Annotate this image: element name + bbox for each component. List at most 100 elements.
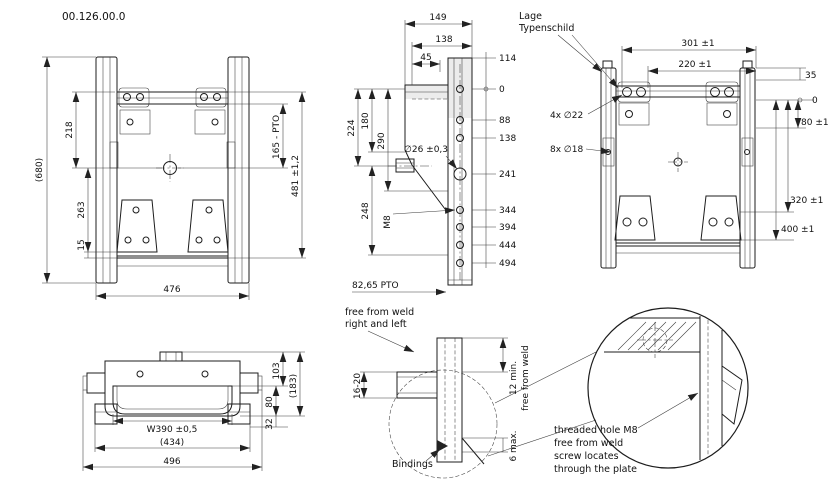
rear-left-rail: [600, 60, 617, 269]
lift-hole: [200, 93, 208, 101]
hole-18: [622, 217, 632, 227]
dim-label-138-top: 138: [435, 35, 452, 45]
front-view: (680) 218 263 15 165 - PTO 481 ±1,2 476: [35, 56, 306, 300]
label-m8: M8: [383, 215, 393, 229]
w390-channel: [112, 385, 233, 415]
hole-22: [710, 87, 720, 97]
dim-label-183: (183): [289, 374, 299, 398]
lift-hole: [136, 93, 144, 101]
coord-label-88: 88: [499, 116, 511, 126]
thread-note-1: threaded hole M8: [554, 425, 638, 436]
dim-label-165-pto: 165 - PTO: [272, 115, 282, 159]
note-free-weld-2: right and left: [345, 319, 407, 330]
hook: [94, 403, 118, 425]
bottom-view: 103 80 32 (183) W390 ±0,5 (434) 496: [82, 351, 305, 471]
rear-annotations: Lage Typenschild 301 ±1 220 ±1 35 0 80 ±…: [518, 11, 828, 241]
thread-note-2: free from weld: [554, 438, 623, 449]
hole-18: [638, 217, 648, 227]
dim-label-149: 149: [429, 13, 446, 23]
dim-label-481: 481 ±1,2: [291, 155, 301, 197]
thread-detail-content: [604, 316, 743, 460]
detail-boundary-circle: [388, 369, 498, 479]
dim-label-80: 80 ±1: [801, 118, 828, 128]
dim-label-263: 263: [77, 201, 87, 218]
dim-label-w390: W390 ±0,5: [147, 425, 198, 435]
coord-label-0: 0: [499, 85, 505, 95]
dim-label-180: 180: [361, 112, 371, 129]
dim-label-496: 496: [163, 457, 180, 467]
coord-label-rear-0: 0: [812, 96, 818, 106]
side-view: 149 138 45 114 0 88 138 241 344 394: [347, 13, 516, 296]
front-center-plate: [116, 103, 229, 267]
note-free-from-weld: free from weld: [521, 345, 531, 411]
side-dimensions: 149 138 45 114 0 88 138 241 344 394: [347, 13, 516, 296]
dim-label-32: 32: [265, 418, 275, 429]
dim-label-103: 103: [272, 362, 282, 379]
bolt-hole: [456, 116, 464, 124]
dim-label-218: 218: [65, 121, 75, 138]
dim-label-224: 224: [347, 119, 357, 136]
bolt-hole: [456, 206, 464, 214]
dim-label-248: 248: [361, 202, 371, 219]
front-right-rail: [226, 56, 250, 284]
rear-view: Lage Typenschild 301 ±1 220 ±1 35 0 80 ±…: [518, 11, 828, 269]
hole-18: [625, 110, 633, 118]
bolt-hole: [456, 134, 464, 142]
drawing-number: 00.126.00.0: [62, 11, 125, 23]
dim-label-301: 301 ±1: [681, 39, 714, 49]
hook: [227, 403, 251, 425]
hole-18: [724, 217, 734, 227]
thread-note-4: through the plate: [554, 464, 637, 475]
dim-label-434: (434): [160, 438, 184, 448]
bolt-hole: [456, 85, 464, 93]
dim-label-35: 35: [805, 71, 816, 81]
hole-22: [622, 87, 632, 97]
dim-label-476: 476: [163, 285, 180, 295]
lift-hole: [123, 93, 131, 101]
pto-pin: [395, 158, 415, 173]
bolt-hole: [456, 259, 464, 267]
front-left-rail: [95, 56, 119, 284]
front-top-bar: [116, 87, 229, 108]
dim-label-680: (680): [35, 158, 45, 182]
coord-label-114: 114: [499, 54, 516, 64]
dim-label-290: 290: [377, 132, 387, 149]
note-free-weld-1: free from weld: [345, 307, 414, 318]
label-hole-26: ∅26 ±0,3: [404, 145, 448, 155]
hole-18: [708, 217, 718, 227]
dim-label-320: 320 ±1: [790, 196, 823, 206]
dim-label-6-max: 6 max.: [509, 430, 519, 461]
bottom-dimensions: 103 80 32 (183) W390 ±0,5 (434) 496: [82, 351, 305, 471]
rear-center-plate: [614, 81, 742, 254]
thread-note-3: screw locates: [554, 451, 619, 462]
label-holes-8x18: 8x ∅18: [550, 145, 583, 155]
coord-label-241: 241: [499, 170, 516, 180]
coord-label-344: 344: [499, 206, 516, 216]
side-plate: [388, 57, 473, 286]
coord-label-138: 138: [499, 134, 516, 144]
dim-label-400: 400 ±1: [781, 225, 814, 235]
dim-label-12-min: 12 min.: [509, 361, 519, 395]
coord-label-444: 444: [499, 241, 516, 251]
hole-18: [723, 110, 731, 118]
label-holes-4x22: 4x ∅22: [550, 111, 583, 121]
label-bindings: Bindings: [392, 459, 433, 470]
bottom-profile: [82, 351, 263, 425]
label-typenschild-1: Lage: [519, 11, 542, 22]
bolt-hole: [456, 241, 464, 249]
label-typenschild-2: Typenschild: [518, 23, 574, 34]
dim-label-15: 15: [77, 239, 87, 250]
coord-label-494: 494: [499, 259, 516, 269]
rear-right-rail: [739, 60, 756, 269]
bolt-hole: [456, 223, 464, 231]
dim-label-220: 220 ±1: [678, 60, 711, 70]
lift-hole: [213, 93, 221, 101]
dim-label-16-20: 16-20: [353, 373, 363, 399]
label-pto-8265: 82,65 PTO: [352, 281, 399, 291]
detail-circle: [587, 307, 749, 469]
thread-detail-view: threaded hole M8 free from weld screw lo…: [554, 307, 749, 475]
hole-22: [636, 87, 646, 97]
front-dimensions: (680) 218 263 15 165 - PTO 481 ±1,2 476: [35, 56, 306, 300]
